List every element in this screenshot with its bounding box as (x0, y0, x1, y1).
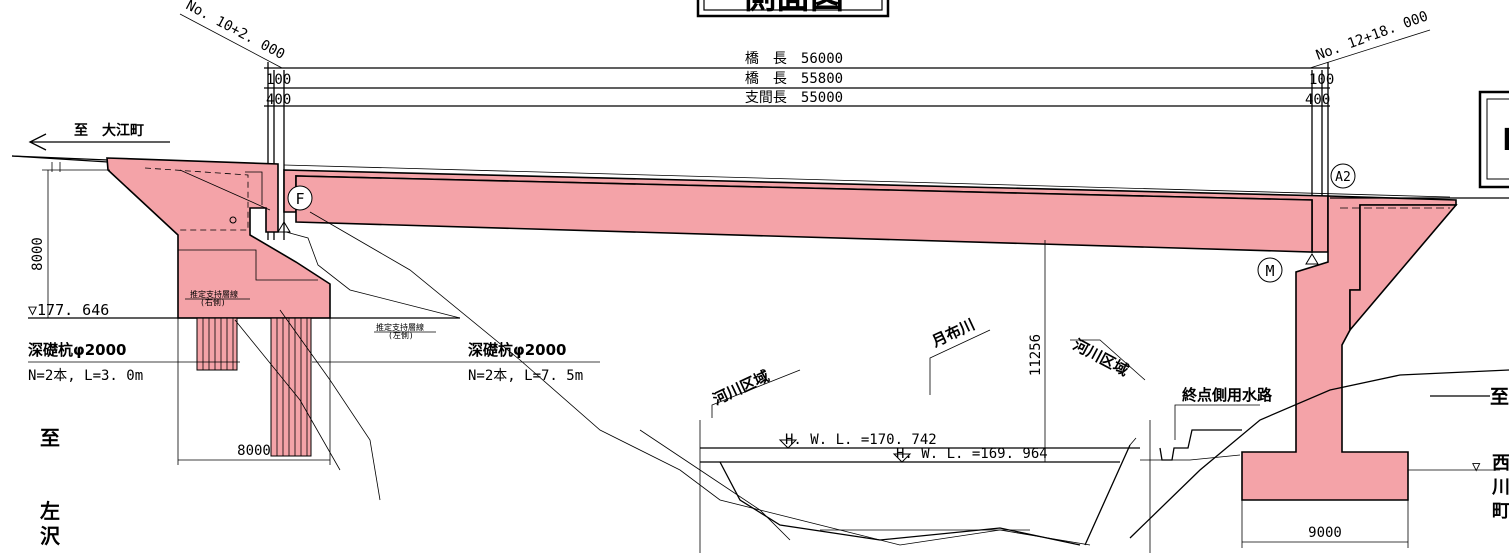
foundation-elevation: ▽177. 646 (28, 301, 109, 319)
bridge-length-overall: 橋 長 56000 (745, 51, 843, 67)
station-right: No. 12+18. 000 (1309, 8, 1430, 69)
left-pile-1-hatch (202, 318, 234, 370)
girder-top-line (283, 164, 1451, 198)
clearance-label: 11256 (1028, 334, 1044, 376)
channel: 終点側用水路 (1159, 386, 1273, 461)
bridge-length-girder: 橋 長 55800 (745, 71, 843, 87)
fixed-bearing-label: F (295, 190, 304, 208)
left-dim-100: 100 (266, 72, 291, 88)
left-pile-callout: 深礎杭φ2000 N=2本, L=3. 0m (28, 341, 240, 384)
river-section: H. W. L. =170. 742 H. W. L. =169. 964 (699, 420, 1151, 553)
clearance-dimension: 11256 (1028, 240, 1046, 462)
direction-bottom-left: 至 左 沢 (40, 426, 61, 548)
direction-bottom-left-to: 至 (40, 426, 60, 450)
movable-bearing-label: M (1265, 262, 1274, 280)
support-layer-left-note: 推定支持層線 (左側) (374, 322, 436, 340)
support-layer-right-line1: 推定支持層線 (190, 289, 238, 299)
right-frame: I (1478, 90, 1509, 189)
right-pile-title: 深礎杭φ2000 (468, 341, 566, 359)
direction-left-label: 至 大江町 (74, 122, 144, 139)
drawing-title: 側面図 (696, 0, 890, 18)
right-level-mark: ▽ (1472, 459, 1481, 475)
left-pile-title: 深礎杭φ2000 (28, 341, 126, 359)
title-text: 側面図 (741, 0, 844, 17)
river-name: 月布川 (928, 315, 977, 351)
right-pile-callout: 深礎杭φ2000 N=2本, L=7. 5m (312, 341, 600, 384)
right-footing-label: 9000 (1308, 525, 1342, 541)
left-abutment-details (144, 167, 318, 281)
hwl-1: H. W. L. =170. 742 (785, 432, 937, 448)
fixed-bearing: F (277, 185, 313, 233)
foundation-level: ▽177. 646 (28, 301, 460, 319)
movable-bearing: M (1257, 253, 1319, 283)
right-abutment-wing (1349, 204, 1458, 333)
river-area-2-callout: 河川区域 (1070, 336, 1146, 381)
left-pile-2-hatch (276, 318, 308, 456)
hwl-2: H. W. L. =169. 964 (896, 446, 1048, 462)
station-right-label: No. 12+18. 000 (1314, 8, 1430, 63)
station-left-label: No. 10+2. 000 (183, 0, 287, 63)
span-length: 支間長 55000 (745, 90, 843, 106)
direction-bottom-left-char-1: 左 (40, 499, 60, 523)
channel-label: 終点側用水路 (1182, 386, 1273, 404)
left-pile-2 (270, 317, 312, 457)
left-pile-spec: N=2本, L=3. 0m (28, 368, 143, 384)
support-layer-right-line2: (右側) (200, 297, 226, 307)
right-footing-dimension: 9000 (1241, 500, 1409, 548)
direction-right: 至 西 川 町 ▽ (1408, 386, 1509, 522)
left-height-label: 8000 (30, 237, 46, 271)
abutment-a2-tag: A2 (1330, 163, 1356, 189)
left-height-dimension: 8000 (30, 169, 110, 318)
support-layer-right-note: 推定支持層線 (右側) (185, 289, 250, 307)
abutment-a2-label: A2 (1335, 170, 1351, 185)
right-frame-text: I (1502, 123, 1509, 158)
main-girder-body (295, 175, 1313, 253)
direction-right-char-2: 川 (1491, 477, 1509, 498)
left-abutment (106, 157, 331, 319)
left-footing-label: 8000 (237, 443, 271, 459)
right-dim-400: 400 (1305, 92, 1330, 108)
river-name-callout: 月布川 (928, 315, 991, 395)
river-area-1: 河川区域 (710, 367, 772, 409)
direction-right-char-1: 西 (1492, 453, 1509, 474)
right-dim-100: 100 (1309, 72, 1334, 88)
left-dim-400: 400 (266, 92, 291, 108)
support-layer-left-line1: 推定支持層線 (376, 322, 424, 332)
river-area-2: 河川区域 (1070, 336, 1131, 380)
support-layer-left-line2: (左側) (388, 330, 414, 340)
direction-bottom-left-char-2: 沢 (40, 524, 61, 548)
direction-right-to: 至 (1490, 386, 1509, 408)
left-pile-1 (196, 317, 238, 371)
left-footing-dimension: 8000 (177, 318, 331, 465)
direction-left: 至 大江町 (28, 122, 170, 151)
river-area-1-callout: 河川区域 (710, 367, 801, 418)
right-pile-spec: N=2本, L=7. 5m (468, 368, 583, 384)
station-left: No. 10+2. 000 (179, 0, 287, 69)
direction-right-char-3: 町 (1492, 501, 1509, 522)
